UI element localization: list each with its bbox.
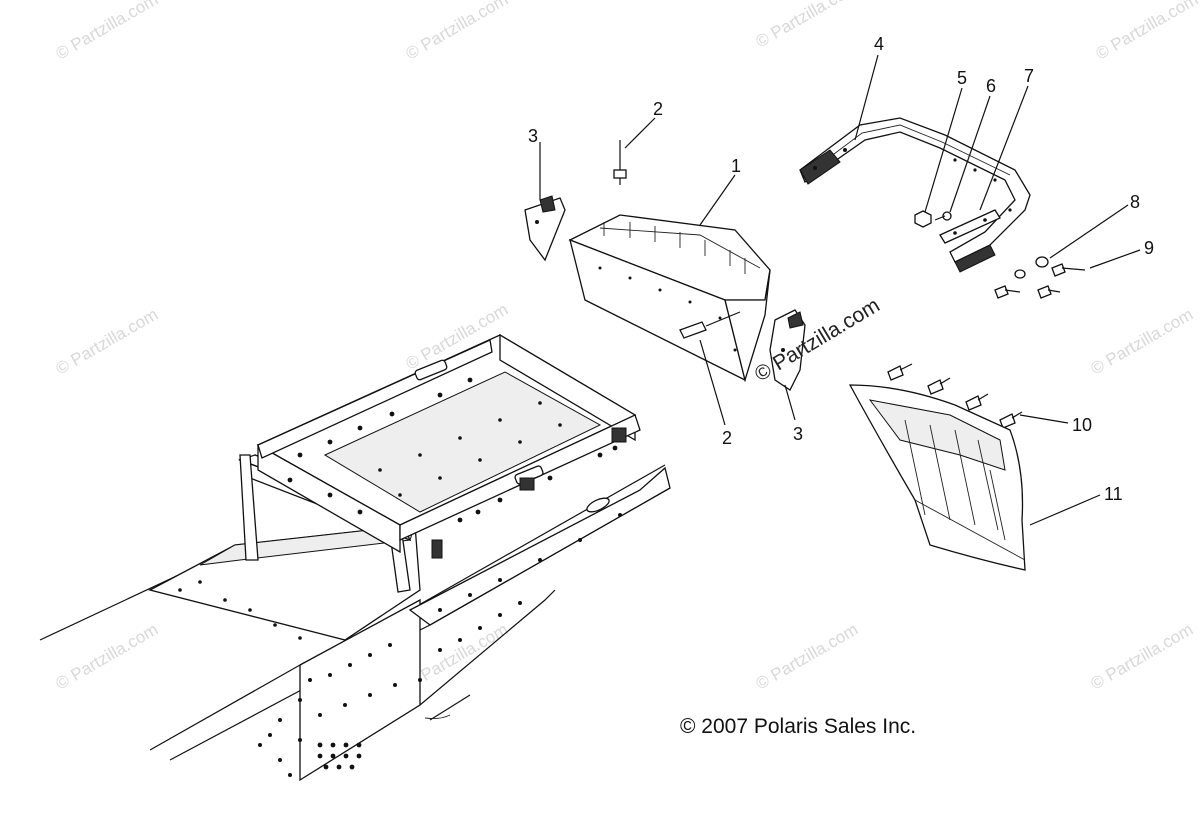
chassis-tunnel <box>40 335 670 780</box>
callout-8: 8 <box>1130 192 1140 212</box>
callout-2: 2 <box>653 99 663 119</box>
callout-11: 11 <box>1104 484 1123 504</box>
watermark: © Partzilla.com <box>1088 305 1197 379</box>
callout-4: 4 <box>874 34 884 54</box>
callout-6: 6 <box>986 76 996 96</box>
callout-2: 2 <box>722 428 732 448</box>
nut-5 <box>915 211 931 227</box>
washer-6 <box>935 212 951 220</box>
callout-5: 5 <box>957 68 967 88</box>
watermark: © Partzilla.com <box>1093 0 1200 63</box>
callout-3: 3 <box>793 424 803 444</box>
storage-bag <box>570 215 770 380</box>
bolts-9 <box>995 264 1085 298</box>
watermark: © Partzilla.com <box>753 620 862 694</box>
callout-10: 10 <box>1072 415 1092 435</box>
callout-3: 3 <box>528 126 538 146</box>
bracket-left <box>525 196 565 260</box>
snow-flap <box>850 385 1025 570</box>
rear-grab-bar <box>800 118 1030 272</box>
watermark: © Partzilla.com <box>1088 620 1197 694</box>
callout-1: 1 <box>731 156 741 176</box>
watermark: © Partzilla.com <box>53 0 162 63</box>
watermark: © Partzilla.com <box>403 0 512 63</box>
callout-9: 9 <box>1144 238 1154 258</box>
watermark: © Partzilla.com <box>753 0 862 51</box>
washer-8 <box>1015 257 1048 278</box>
watermark-center: © Partzilla.com <box>751 294 884 387</box>
callout-7: 7 <box>1024 66 1034 86</box>
watermark: © Partzilla.com <box>53 305 162 379</box>
watermark: © Partzilla.com <box>53 620 162 694</box>
bolt-top <box>614 140 626 185</box>
copyright-text: © 2007 Polaris Sales Inc. <box>680 715 916 738</box>
